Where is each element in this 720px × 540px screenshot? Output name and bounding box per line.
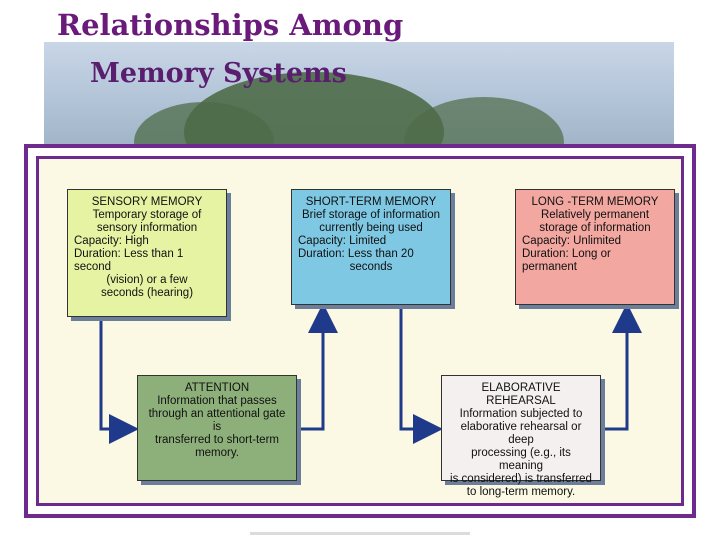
long-term-heading: LONG -TERM MEMORY [531,196,659,208]
short-term-memory-box: SHORT-TERM MEMORY Brief storage of infor… [291,189,451,305]
sensory-desc-1: Temporary storage of [92,209,202,221]
attention-desc-4: memory. [195,447,239,459]
short-term-heading: SHORT-TERM MEMORY [305,196,437,208]
short-term-desc-2: currently being used [319,222,423,234]
diagram-panel: SENSORY MEMORY Temporary storage of sens… [36,156,684,506]
elaborative-desc-1: Information subjected to [459,408,583,420]
background-photo [44,42,674,192]
elaborative-desc-5: to long-term memory. [466,486,576,498]
arrow-attention-to-short-term [297,303,338,431]
attention-box: ATTENTION Information that passes throug… [137,375,297,481]
sensory-memory-box: SENSORY MEMORY Temporary storage of sens… [67,189,227,317]
elaborative-desc-4: is considered) is transferred [450,473,592,485]
sensory-duration-2: (vision) or a few [106,274,188,286]
long-term-memory-box: LONG -TERM MEMORY Relatively permanent s… [515,189,675,305]
short-term-duration-2: seconds [349,261,393,273]
elaborative-desc-2: elaborative rehearsal or deep [460,421,582,446]
arrow-sensory-to-attention [99,319,139,444]
long-term-duration-1: Duration: Long or permanent [522,248,611,273]
attention-desc-2: through an attentional gate is [148,408,286,433]
elaborative-desc-3: processing (e.g., its meaning [471,447,571,472]
arrow-elaborative-to-long-term [601,303,642,431]
elaborative-heading: ELABORATIVE REHEARSAL [481,382,561,407]
slide-title-line-1: Relationships Among [57,8,404,42]
short-term-duration-1: Duration: Less than 20 [298,248,414,260]
short-term-capacity: Capacity: Limited [298,235,387,247]
long-term-capacity: Capacity: Unlimited [522,235,622,247]
sensory-capacity: Capacity: High [74,235,149,247]
diagram-frame: SENSORY MEMORY Temporary storage of sens… [24,144,696,518]
sensory-desc-2: sensory information [96,222,198,234]
sensory-heading: SENSORY MEMORY [91,196,203,208]
sensory-duration-1: Duration: Less than 1 second [74,248,184,273]
elaborative-rehearsal-box: ELABORATIVE REHEARSAL Information subjec… [441,375,601,498]
long-term-desc-1: Relatively permanent [540,209,650,221]
attention-heading: ATTENTION [184,382,250,394]
attention-desc-1: Information that passes [157,395,277,407]
attention-desc-3: transferred to short-term [155,434,279,446]
arrow-short-term-to-elaborative [399,307,443,444]
footer-divider [250,532,470,535]
sensory-duration-3: seconds (hearing) [100,287,194,299]
long-term-desc-2: storage of information [539,222,651,234]
short-term-desc-1: Brief storage of information [301,209,441,221]
slide-title-line-2: Memory Systems [90,58,347,89]
flow-arrows [99,303,642,444]
